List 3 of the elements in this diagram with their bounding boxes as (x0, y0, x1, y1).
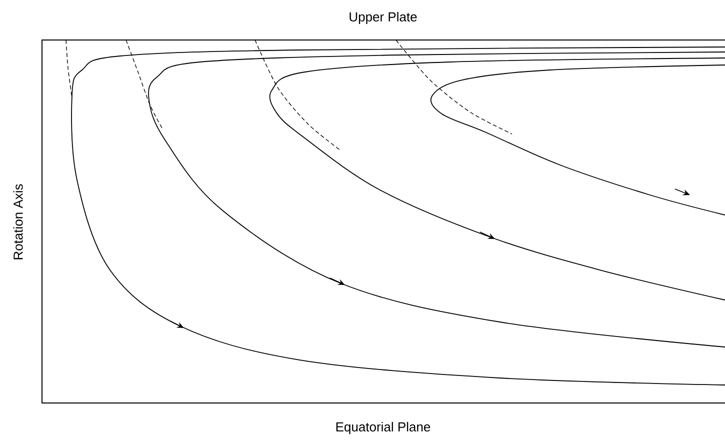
axis-label: Rotation Axis (13, 184, 23, 260)
axis-label: Equatorial Plane (336, 422, 430, 434)
axis-label: Upper Plate (350, 12, 417, 24)
